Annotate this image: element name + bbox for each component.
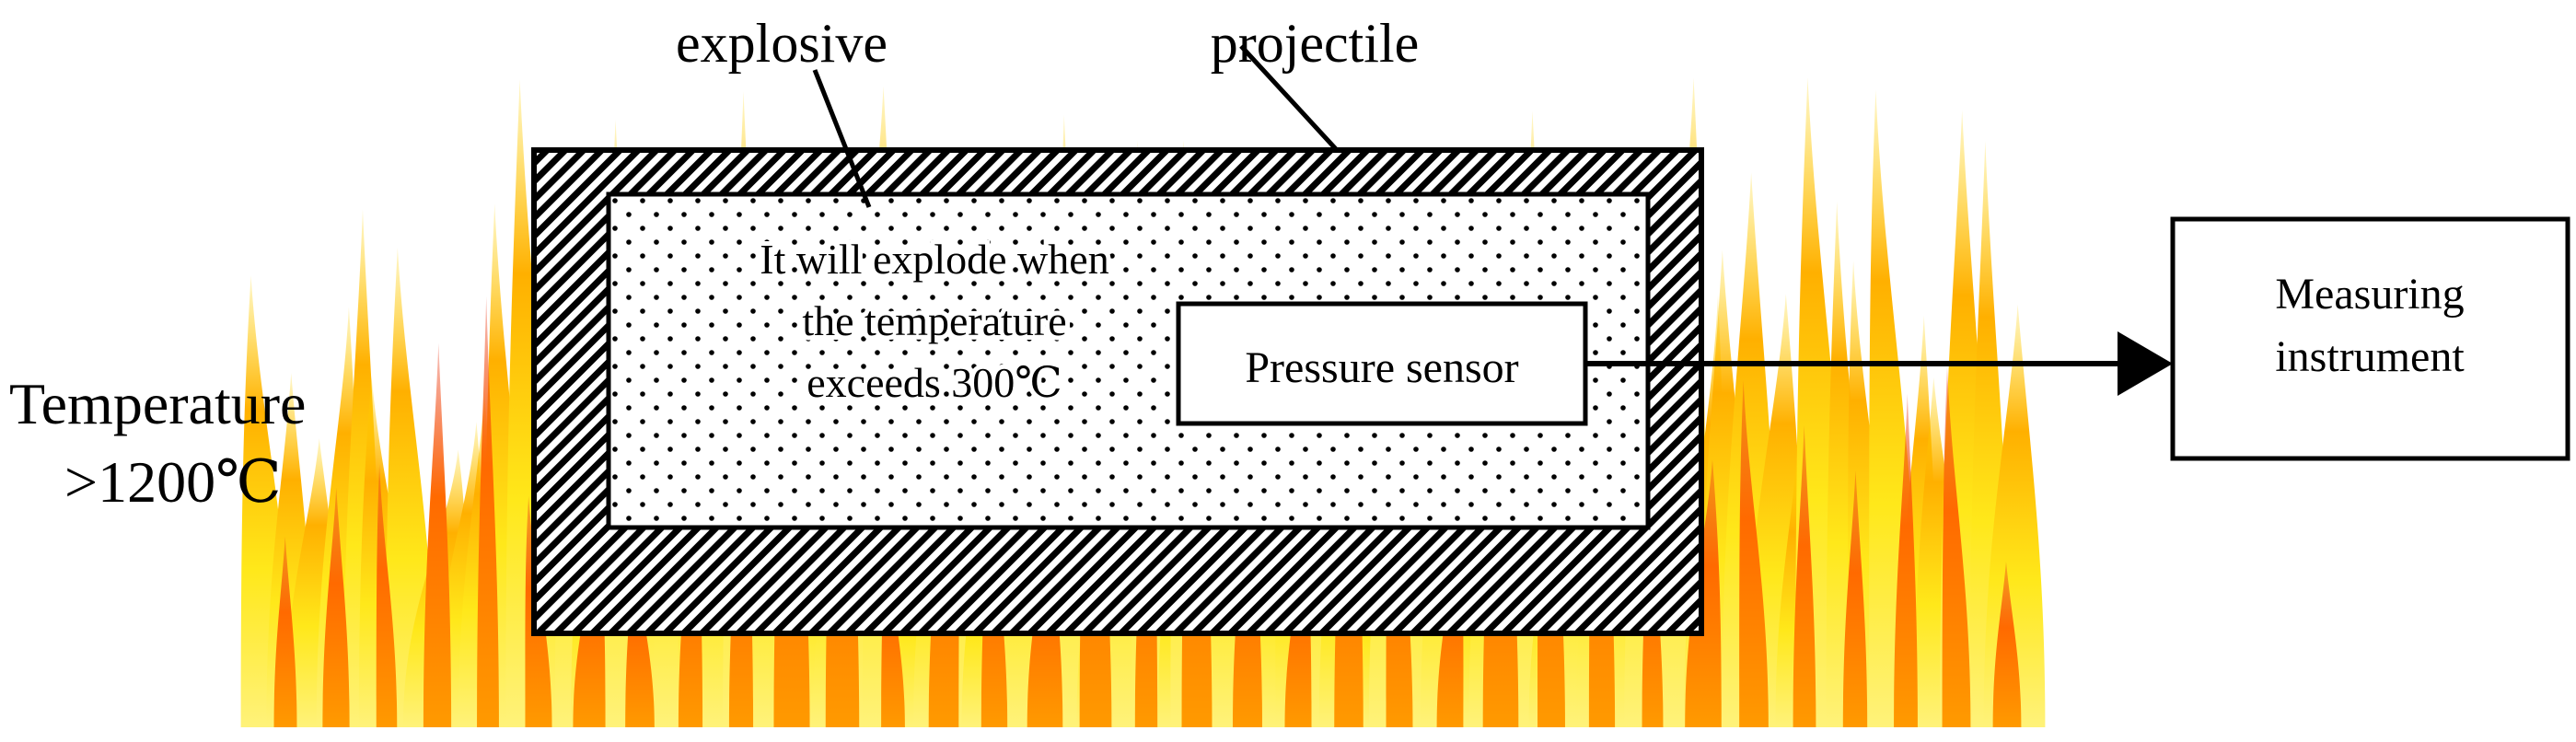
projectile-pointer (1239, 44, 1339, 152)
flame-tongue (1793, 424, 1816, 727)
projectile-label: projectile (1211, 13, 1420, 74)
flame-tongue (477, 296, 499, 727)
arrow-right-icon (2118, 331, 2173, 396)
flame-tongue (1992, 561, 2022, 727)
flame-tongue (376, 464, 398, 727)
explode-note-line3: exceeds 300℃ (806, 359, 1062, 406)
measuring-instrument-box (2170, 216, 2570, 461)
flame-tongue (1739, 380, 1769, 727)
flame-tongue (1942, 366, 1971, 727)
pressure-sensor-box (1176, 301, 1588, 426)
flame-tongue (423, 342, 452, 727)
temperature-label-line2: >1200℃ (64, 449, 282, 515)
flame-tongue (1894, 393, 1918, 727)
explode-note: It will explode when the temperature exc… (755, 231, 1113, 411)
measuring-instrument-line2: instrument (2275, 332, 2465, 381)
explosive-label: explosive (676, 13, 888, 74)
flame-tongue (1983, 304, 2046, 727)
temperature-label-line1: Temperature (9, 371, 306, 436)
measuring-instrument-line1: Measuring (2275, 270, 2464, 319)
explode-note-line2: the temperature (802, 297, 1066, 344)
explosive-pointer (812, 69, 872, 208)
flame-tongue (322, 487, 350, 727)
flame-tongue (1842, 470, 1868, 727)
pressure-sensor-label: Pressure sensor (1245, 343, 1518, 392)
flame-tongue (273, 536, 297, 727)
explode-note-line1: It will explode when (760, 236, 1108, 283)
